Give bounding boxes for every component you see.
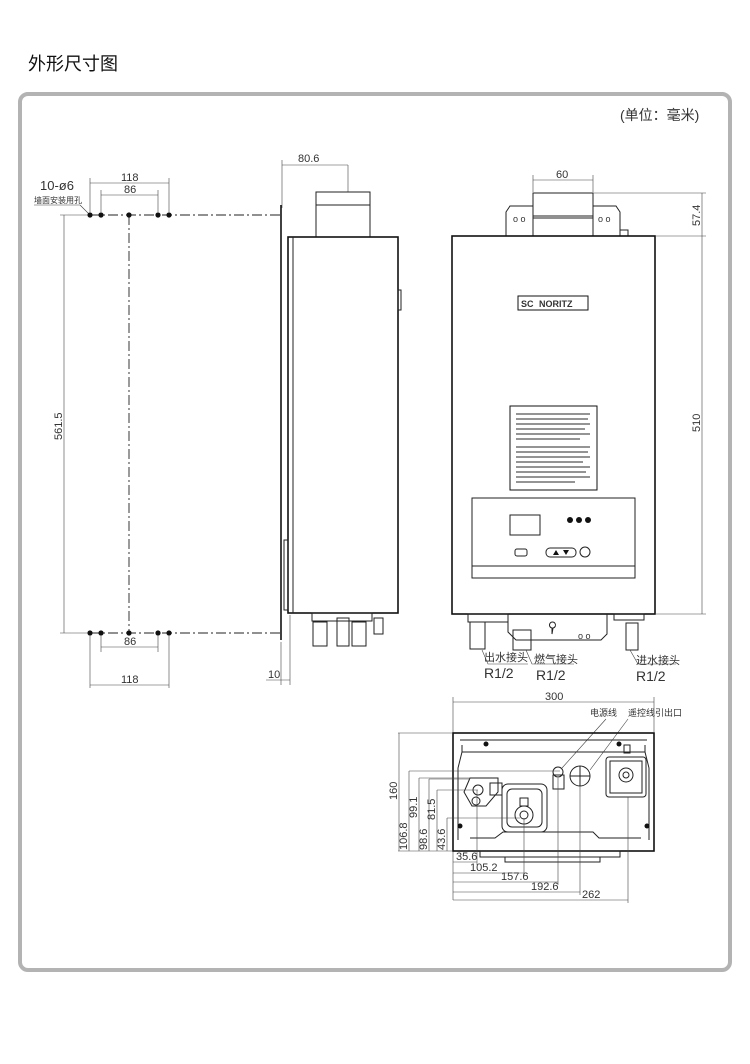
dim-118-top: 118: [121, 172, 139, 184]
svg-text:o o: o o: [578, 631, 591, 641]
dim-80-6: 80.6: [298, 153, 319, 165]
side-view: 80.6 10: [266, 153, 402, 685]
brand-logo-text: NORITZ: [539, 299, 573, 309]
warning-sticker: [509, 405, 598, 491]
dim-10: 10: [268, 669, 280, 681]
dim-86-bottom: 86: [124, 636, 136, 648]
dim-118-bottom: 118: [121, 674, 139, 686]
dim-57-4: 57.4: [691, 205, 703, 226]
dim-106-8: 106.8: [398, 822, 410, 850]
dim-35-6: 35.6: [456, 851, 477, 863]
label-power-cable: 电源线: [590, 707, 617, 718]
unit-label: (单位：毫米): [620, 107, 699, 123]
holes-bottom: [87, 630, 172, 636]
svg-text:SC: SC: [521, 299, 534, 309]
dim-98-6: 98.6: [418, 829, 430, 850]
drawing-panel: [18, 92, 732, 972]
front-view: 60 o o o o 57.4 510 SC NORITZ: [451, 169, 706, 684]
wall-hole-template: 10-ø6 墙面安装用孔 118 86 561.5 86 118: [34, 172, 282, 688]
connector-inlet-size: R1/2: [636, 668, 666, 684]
connector-gas-size: R1/2: [536, 667, 566, 683]
dim-192-6: 192.6: [531, 881, 559, 893]
page-title: 外形尺寸图: [28, 54, 118, 75]
noritz-logo: SC NORITZ: [517, 295, 589, 311]
display-screen: [509, 514, 541, 536]
bottom-view: 300 电源线 遥控线引出口 160 106.8: [388, 691, 682, 903]
control-panel: [471, 497, 636, 579]
dim-160: 160: [388, 782, 400, 800]
label-remote-outlet: 遥控线引出口: [628, 707, 682, 718]
dim-81-5: 81.5: [426, 799, 438, 820]
dim-157-6: 157.6: [501, 871, 529, 883]
dim-561-5: 561.5: [53, 412, 65, 440]
horizontal-dims: 35.6 105.2 157.6 192.6 262: [453, 778, 629, 903]
up-down-button-icon: [545, 547, 577, 558]
bracket-holes-left: o o: [513, 214, 526, 224]
dim-262: 262: [582, 889, 600, 901]
holes-top: [87, 212, 172, 218]
indicator-light: [585, 517, 591, 523]
dim-43-6: 43.6: [436, 829, 448, 850]
dim-300: 300: [545, 691, 563, 703]
hole-spec: 10-ø6: [40, 178, 74, 193]
hole-label: 墙面安装用孔: [34, 195, 82, 205]
power-button-icon: [579, 546, 591, 558]
dim-105-2: 105.2: [470, 862, 498, 874]
dim-86-top: 86: [124, 184, 136, 196]
connector-outlet-label: 出水接头: [484, 650, 528, 664]
dim-60: 60: [556, 169, 568, 181]
dim-99-1: 99.1: [408, 797, 420, 818]
indicator-light: [567, 517, 573, 523]
dim-510: 510: [691, 414, 703, 432]
connector-gas-label: 燃气接头: [534, 652, 578, 666]
indicator-light: [576, 517, 582, 523]
bracket-holes-right: o o: [598, 214, 611, 224]
connector-inlet-label: 进水接头: [636, 654, 680, 667]
connector-outlet-size: R1/2: [484, 665, 514, 681]
vertical-dims: 160 106.8 99.1 98.6 81.5 43.6: [388, 732, 560, 852]
mode-button-icon: [514, 548, 528, 557]
